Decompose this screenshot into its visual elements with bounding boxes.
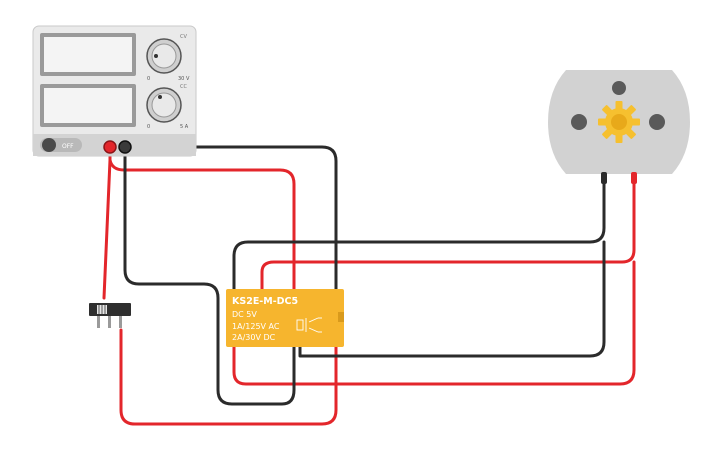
motor-mount-hole-right: [649, 114, 665, 130]
wire-relay-to-motor-negative[interactable]: [232, 180, 606, 292]
relay-ac-rating: 1A/125V AC: [232, 322, 280, 331]
voltage-mode-label: CV: [180, 34, 187, 40]
wire-psu-positive-to-switch[interactable]: [102, 145, 112, 300]
motor-mount-hole-top: [612, 81, 626, 95]
motor-negative-lead[interactable]: [601, 172, 607, 184]
relay-schematic-icon: [296, 317, 322, 333]
gear-icon: [598, 101, 640, 143]
relay-dc-rating: 2A/30V DC: [232, 333, 276, 342]
wire-psu-positive-to-relay[interactable]: [108, 158, 296, 292]
current-mode-label: CC: [180, 84, 187, 90]
wire-relay-no-black[interactable]: [298, 240, 606, 358]
slide-switch-icon[interactable]: [89, 303, 131, 328]
relay-tab: [338, 312, 344, 322]
wire-psu-negative-to-relay[interactable]: [123, 145, 338, 292]
current-knob-max: 5 A: [180, 124, 189, 130]
wires: [102, 145, 636, 426]
wire-relay-common-red[interactable]: [232, 260, 636, 386]
voltage-knob-min: 0: [147, 76, 150, 82]
psu-positive-terminal[interactable]: [103, 140, 117, 154]
motor-positive-lead[interactable]: [631, 172, 637, 184]
wire-psu-negative-return[interactable]: [123, 145, 296, 406]
dc-motor[interactable]: [548, 70, 690, 184]
relay-body: [226, 289, 344, 347]
relay-coil-rating: DC 5V: [232, 310, 257, 319]
power-supply: 0 30 V CV 0 5 A CC OFF: [32, 25, 197, 157]
voltage-knob[interactable]: [146, 38, 182, 74]
motor-mount-hole-left: [571, 114, 587, 130]
voltage-knob-max: 30 V: [178, 76, 190, 82]
psu-off-label: OFF: [62, 143, 74, 150]
current-knob[interactable]: [146, 87, 182, 123]
voltage-display-screen: [44, 37, 132, 72]
wire-switch-to-relay-coil[interactable]: [119, 328, 338, 426]
relay[interactable]: KS2E-M-DC5 DC 5V 1A/125V AC 2A/30V DC: [226, 289, 344, 347]
current-display-screen: [44, 88, 132, 123]
current-knob-min: 0: [147, 124, 150, 130]
relay-model: KS2E-M-DC5: [232, 296, 298, 307]
psu-power-toggle[interactable]: [40, 138, 82, 152]
psu-negative-terminal[interactable]: [118, 140, 132, 154]
wire-relay-to-motor-positive[interactable]: [260, 180, 636, 292]
